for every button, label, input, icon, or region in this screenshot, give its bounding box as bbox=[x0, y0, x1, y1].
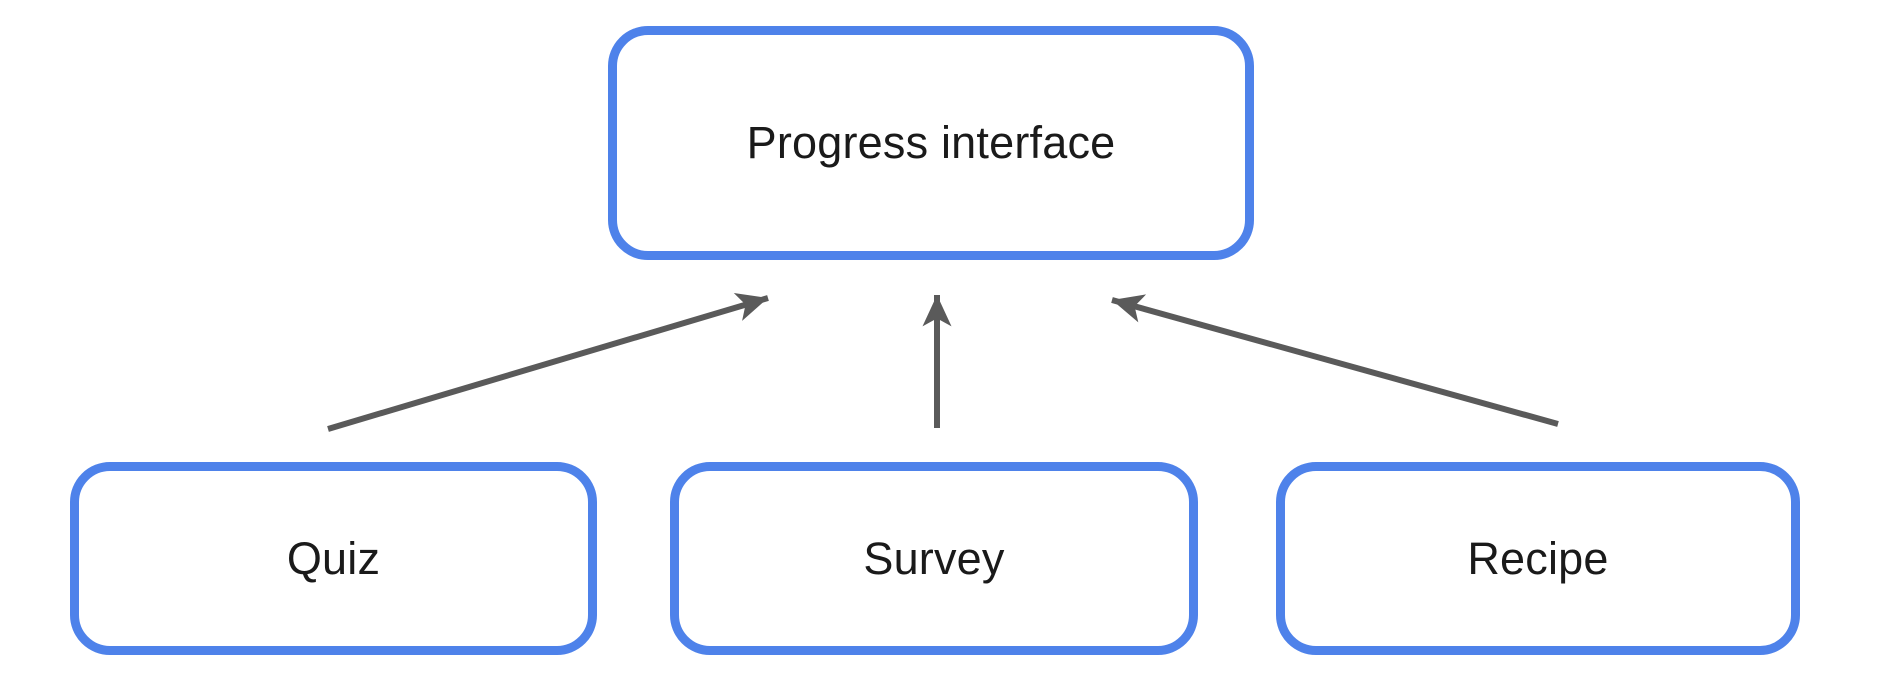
node-recipe-label: Recipe bbox=[1467, 532, 1609, 584]
node-survey: Survey bbox=[670, 462, 1198, 655]
node-survey-label: Survey bbox=[863, 532, 1005, 584]
node-progress-interface: Progress interface bbox=[608, 26, 1254, 260]
arrow-quiz-to-progress-interface bbox=[327, 293, 769, 432]
node-quiz-label: Quiz bbox=[286, 532, 381, 584]
node-recipe: Recipe bbox=[1276, 462, 1800, 655]
node-progress-interface-label: Progress interface bbox=[746, 117, 1116, 168]
arrow-recipe-to-progress-interface bbox=[1111, 294, 1559, 427]
node-quiz: Quiz bbox=[70, 462, 597, 655]
